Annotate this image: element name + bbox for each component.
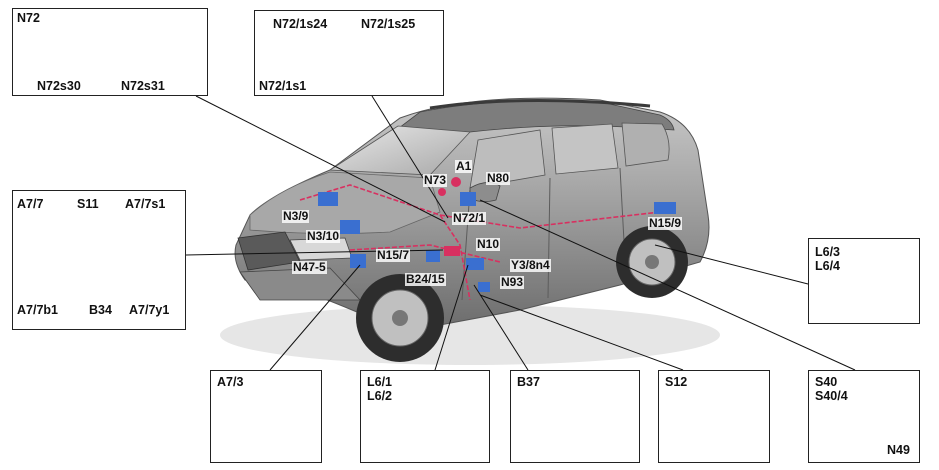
callout-y3-8n4: Y3/8n4 <box>510 258 551 272</box>
inset-s40: S40 S40/4 N49 <box>808 370 920 463</box>
module-n3-9 <box>318 192 338 206</box>
module-n73 <box>438 188 446 196</box>
callout-n3-10: N3/10 <box>306 229 341 243</box>
label-a7-7s1: A7/7s1 <box>125 197 166 211</box>
callout-a1: A1 <box>455 159 473 173</box>
vehicle-illustration <box>220 97 720 365</box>
label-n72-1s24: N72/1s24 <box>273 17 328 31</box>
inset-n72: N72 N72s30 N72s31 <box>12 8 208 96</box>
callout-n10: N10 <box>476 237 501 251</box>
front-wheel <box>356 274 444 362</box>
callout-n93: N93 <box>500 275 525 289</box>
rear-side-window <box>551 123 619 175</box>
label-n72-1s1: N72/1s1 <box>259 79 307 93</box>
windshield <box>328 125 471 176</box>
inset-a7-3: A7/3 <box>210 370 322 463</box>
module-n15-9 <box>654 202 676 214</box>
callout-n80: N80 <box>486 171 511 185</box>
module-n10 <box>444 246 460 256</box>
module-y3-8n4 <box>466 258 484 270</box>
inset-a7-7: A7/7 S11 A7/7s1 A7/7b1 B34 A7/7y1 <box>12 190 186 330</box>
inset-n72-1: N72/1s24 N72/1s25 N72/1s1 <box>254 10 444 96</box>
inset-l6-3: L6/3 L6/4 <box>808 238 920 324</box>
label-l6-3: L6/3 <box>815 245 841 259</box>
label-l6-2: L6/2 <box>367 389 393 403</box>
callout-n72-1: N72/1 <box>452 211 487 225</box>
label-n72: N72 <box>17 11 40 25</box>
label-n49: N49 <box>887 443 910 457</box>
callout-n15-7: N15/7 <box>376 248 411 262</box>
label-n72s31: N72s31 <box>121 79 165 93</box>
inset-b37: B37 <box>510 370 640 463</box>
label-s40-4: S40/4 <box>815 389 848 403</box>
inset-l6-1: L6/1 L6/2 <box>360 370 490 463</box>
label-a7-7b1: A7/7b1 <box>17 303 58 317</box>
label-l6-1: L6/1 <box>367 375 393 389</box>
label-b37: B37 <box>517 375 540 389</box>
roof-rail <box>429 98 651 110</box>
ground-shadow <box>220 305 720 365</box>
label-n72s30: N72s30 <box>37 79 81 93</box>
label-a7-7y1: A7/7y1 <box>129 303 170 317</box>
label-n72-1s25: N72/1s25 <box>361 17 416 31</box>
module-n47-5 <box>350 254 366 268</box>
label-a7-7: A7/7 <box>17 197 44 211</box>
quarter-window <box>621 122 670 167</box>
module-n93 <box>478 282 490 292</box>
callout-n15-9: N15/9 <box>648 216 683 230</box>
module-n80 <box>460 192 476 206</box>
callout-n3-9: N3/9 <box>282 209 310 223</box>
leader-lines <box>185 95 856 371</box>
module-n3-10 <box>340 220 360 234</box>
label-b34: B34 <box>89 303 112 317</box>
label-a7-3: A7/3 <box>217 375 244 389</box>
label-s40: S40 <box>815 375 838 389</box>
wiring-harness <box>299 184 661 301</box>
callout-n73: N73 <box>423 173 448 187</box>
module-a1 <box>451 177 461 187</box>
rear-wheel <box>616 226 688 298</box>
label-s12: S12 <box>665 375 688 389</box>
label-l6-4: L6/4 <box>815 259 841 273</box>
module-n15-7 <box>426 250 440 262</box>
label-s11: S11 <box>77 197 99 211</box>
inset-s12: S12 <box>658 370 770 463</box>
callout-n47-5: N47-5 <box>292 260 327 274</box>
callout-b24-15: B24/15 <box>405 272 446 286</box>
